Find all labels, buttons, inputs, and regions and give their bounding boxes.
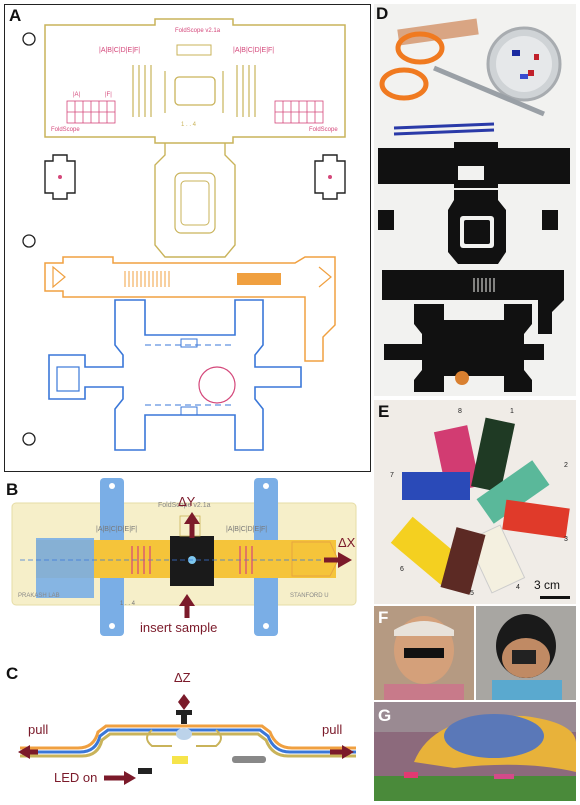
- a-row-f: |F|: [105, 92, 112, 98]
- panel-d-label: D: [376, 4, 389, 23]
- panel-f: F: [374, 606, 576, 700]
- panel-b: B FoldScope v2.1a |A|B|C|D|E|F| |A|B|C|D…: [0, 476, 370, 662]
- panel-b-label: B: [6, 480, 19, 499]
- delta-z-label: ΔZ: [174, 670, 191, 685]
- panel-c-label: C: [6, 664, 19, 683]
- e-num-1: 1: [510, 408, 514, 415]
- e-num-3: 3: [564, 536, 568, 543]
- e-num-4: 4: [516, 584, 520, 591]
- cross-section-diagram: [18, 694, 356, 785]
- panel-d: D: [374, 4, 576, 396]
- children-photo: [374, 606, 576, 700]
- e-num-8: 8: [458, 408, 462, 415]
- e-num-2: 2: [564, 462, 568, 469]
- e-num-6: 6: [400, 566, 404, 573]
- a-title: FoldScope v2.1a: [175, 28, 221, 34]
- b-letters-left: |A|B|C|D|E|F|: [96, 526, 138, 533]
- panel-g-label: G: [378, 706, 392, 725]
- panel-e: E 8 1 2 7 3 6 4 5 3 cm: [374, 400, 576, 604]
- foldscope-cut-template: [22, 18, 346, 451]
- pull-right-label: pull: [322, 722, 343, 737]
- e-num-5: 5: [470, 590, 474, 597]
- delta-x-label: ΔX: [338, 535, 356, 550]
- scale-bar-label: 3 cm: [534, 578, 561, 592]
- panel-f-label: F: [378, 608, 389, 627]
- a-count: 1 . . 4: [181, 122, 197, 128]
- pull-left-label: pull: [28, 722, 49, 737]
- led-on-label: LED on: [54, 770, 98, 785]
- stepped-on-photo: [374, 702, 576, 801]
- b-count: 1 . . 4: [120, 601, 136, 607]
- delta-y-label: ΔY: [178, 494, 196, 509]
- b-title: FoldScope v2.1a: [158, 502, 211, 509]
- panel-e-label: E: [378, 402, 390, 421]
- panel-a: A: [4, 4, 371, 472]
- assembled-foldscope-diagram: [11, 478, 357, 636]
- panel-g: G: [374, 702, 576, 801]
- insert-sample-label: insert sample: [140, 620, 218, 635]
- b-right-credit: STANFORD U: [290, 593, 329, 599]
- panel-a-label: A: [9, 6, 22, 25]
- b-letters-right: |A|B|C|D|E|F|: [226, 526, 268, 533]
- b-left-credit: PRAKASH LAB: [18, 593, 60, 599]
- a-letters-right: |A|B|C|D|E|F|: [233, 47, 275, 54]
- a-row-a: |A|: [73, 92, 81, 98]
- a-brand-right: FoldScope: [309, 127, 338, 133]
- panel-c: C pull pull ΔZ LED on: [0, 664, 370, 804]
- e-num-7: 7: [390, 472, 394, 479]
- a-brand-left: FoldScope: [51, 127, 80, 133]
- a-letters-left: |A|B|C|D|E|F|: [99, 47, 141, 54]
- colored-foldscopes-photo: [390, 417, 570, 599]
- kit-photo: [378, 18, 570, 392]
